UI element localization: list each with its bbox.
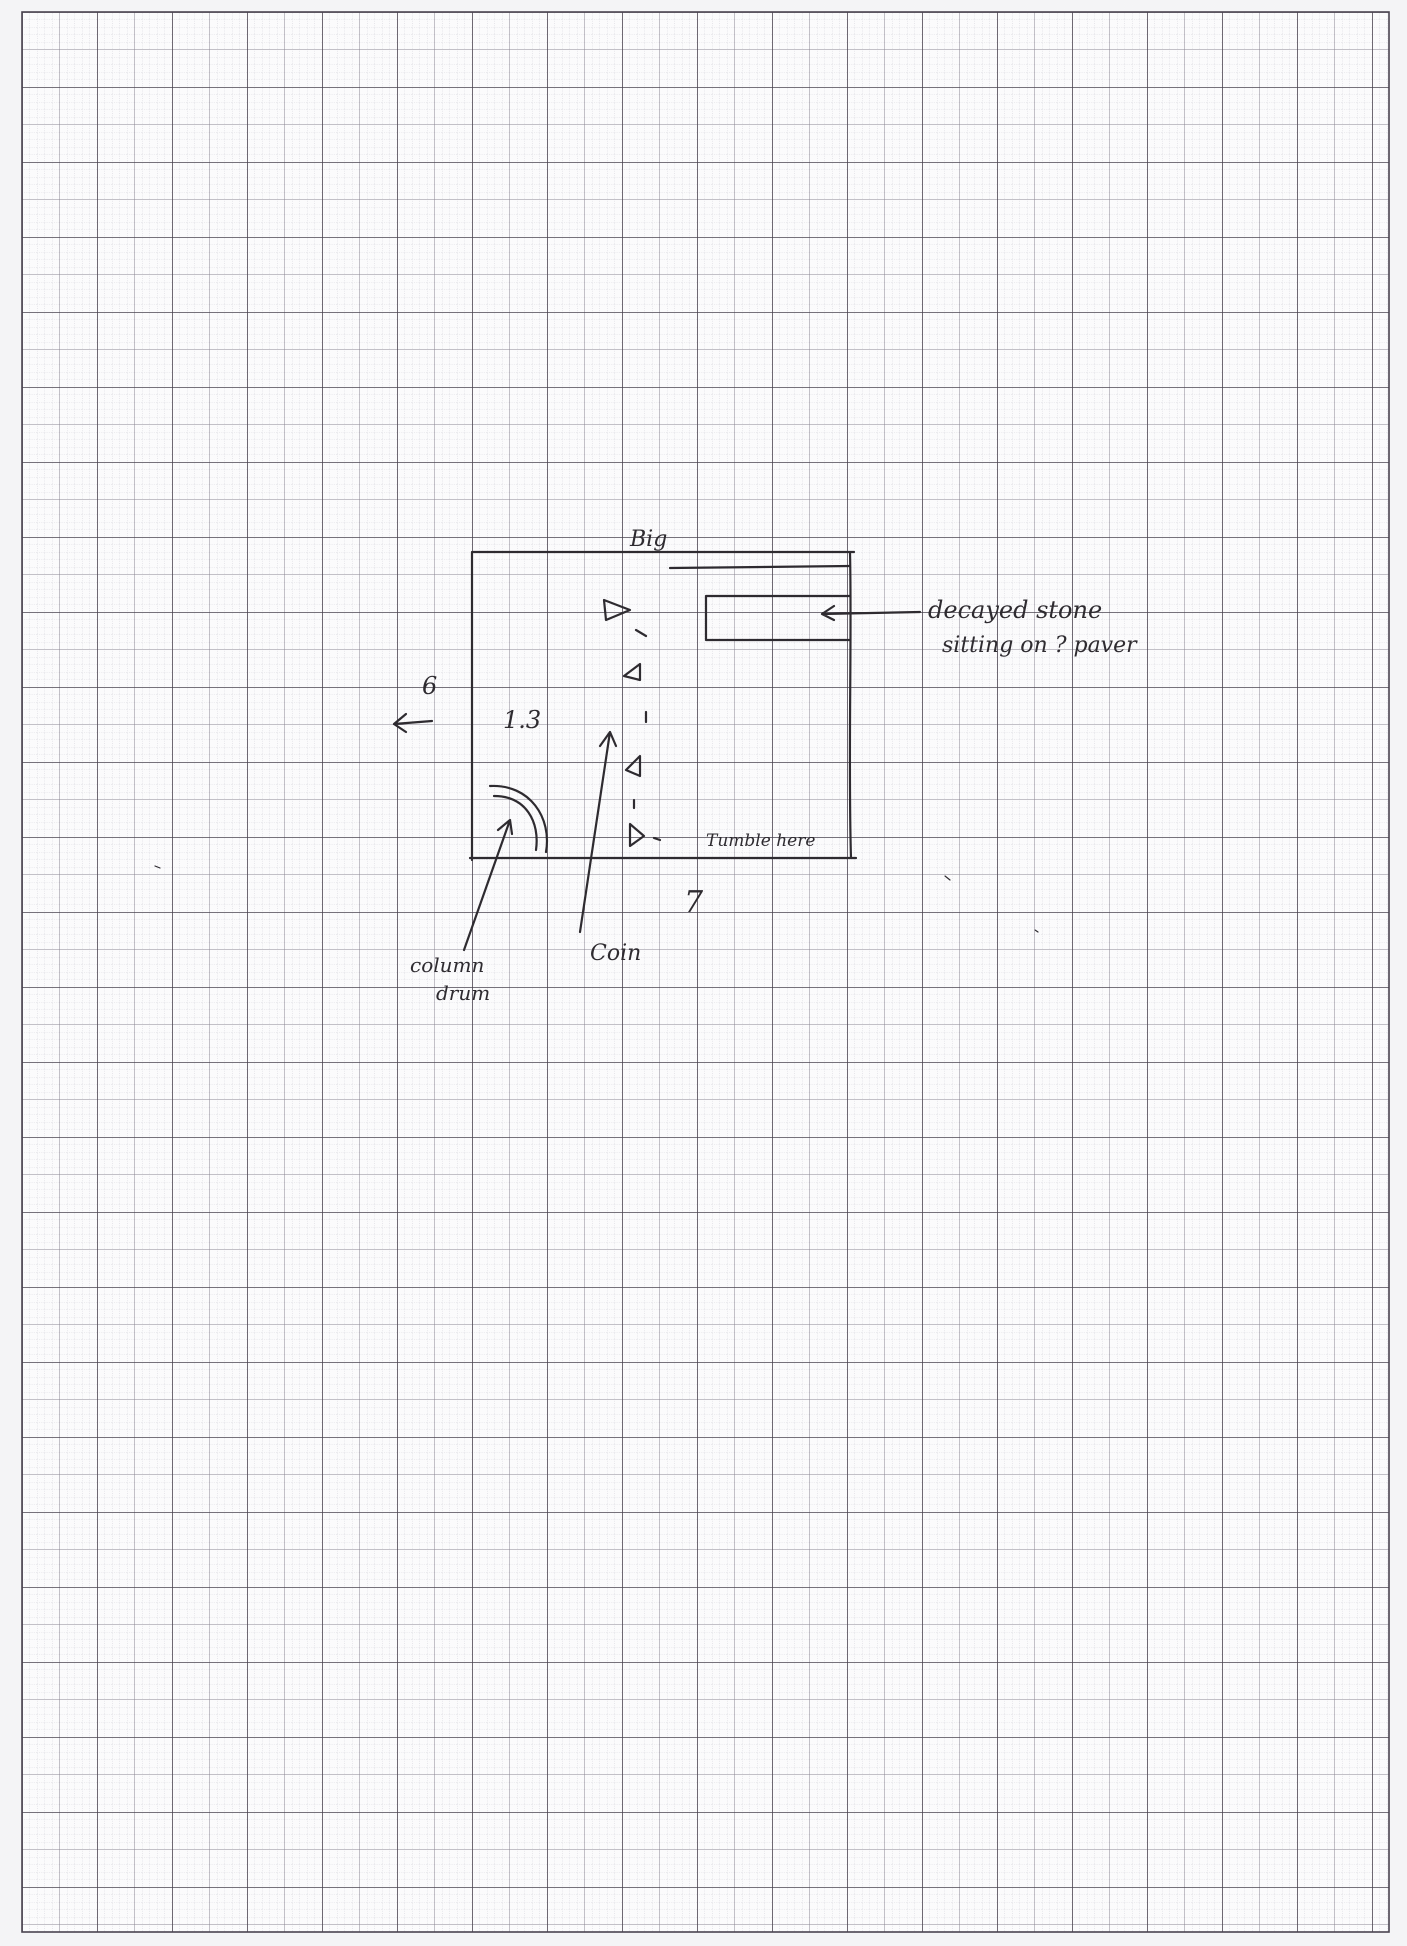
column-drum-pointer: [462, 818, 514, 952]
stray-mark-2: [944, 875, 951, 881]
marker-triangle-4: [628, 822, 646, 848]
major-grid: [22, 12, 1389, 1932]
marker-dash-1: [634, 628, 648, 638]
stray-mark-3: [1034, 929, 1039, 933]
label-column-drum-line-2: drum: [436, 981, 490, 1005]
coin-pointer: [578, 730, 618, 934]
label-coin: Coin: [590, 941, 641, 966]
column-drum-arc-outer: [488, 784, 549, 854]
marker-triangle-3: [624, 754, 642, 778]
trench-top-inner-line: [668, 564, 852, 570]
label-center: 1.3: [503, 706, 541, 734]
marker-dash-4: [652, 836, 662, 842]
decayed-stone-arrow: [820, 604, 922, 622]
marker-triangle-2: [622, 662, 642, 682]
label-bottom-number: 7: [684, 885, 704, 920]
annotation-line-2: sitting on ? paver: [942, 633, 1138, 658]
label-column-drum-line-1: column: [410, 953, 484, 977]
label-left-number: 6: [422, 672, 437, 700]
annotation-line-1: decayed stone: [928, 596, 1102, 624]
left-arrow: [392, 712, 434, 734]
column-drum-arc-inner: [492, 794, 538, 852]
label-bottom-right-inside: Tumble here: [706, 831, 815, 851]
trench-outline: [468, 550, 858, 862]
stray-mark-1: [154, 865, 161, 869]
grid-border: [21, 11, 1390, 1933]
decayed-stone-box: [704, 594, 852, 642]
label-top: Big: [629, 527, 667, 552]
hand-sketch: [154, 550, 1039, 952]
marker-triangle-1: [602, 598, 632, 622]
